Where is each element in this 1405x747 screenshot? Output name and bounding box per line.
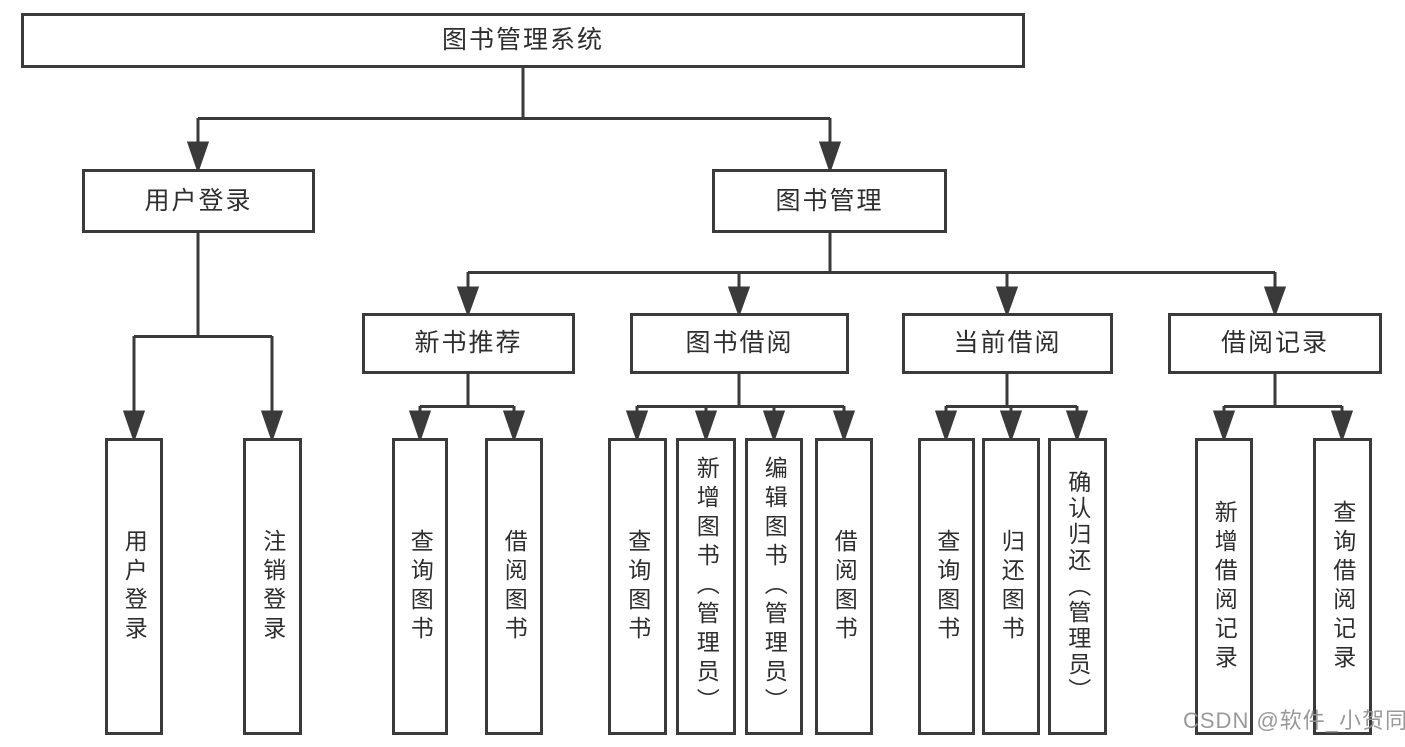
node-query-books-current: 查询图书: [918, 438, 975, 735]
node-add-books-admin: 新增图书（管理员）: [676, 438, 736, 735]
node-label: 用户登录: [121, 528, 148, 645]
node-borrow-records: 借阅记录: [1168, 313, 1382, 374]
node-label: 新增图书（管理员）: [693, 456, 720, 717]
node-return-books: 归还图书: [982, 438, 1040, 735]
node-new-book-recommend: 新书推荐: [362, 313, 575, 374]
node-query-books-recommend: 查询图书: [392, 438, 448, 735]
node-user-login-leaf: 用户登录: [105, 438, 163, 735]
node-current-borrow: 当前借阅: [902, 313, 1113, 374]
node-book-borrow: 图书借阅: [630, 313, 849, 374]
csdn-watermark: CSDN @软件_小贺同学: [1183, 708, 1405, 733]
node-query-books-borrow: 查询图书: [608, 438, 667, 735]
node-borrow-books-leaf: 借阅图书: [815, 438, 873, 735]
node-label: 新增借阅记录: [1211, 499, 1238, 674]
node-label: 当前借阅: [953, 329, 1062, 357]
node-label: 图书管理系统: [441, 26, 604, 54]
node-label: 图书管理: [775, 186, 884, 215]
node-label: 查询借阅记录: [1329, 499, 1356, 674]
node-label: 用户登录: [144, 186, 253, 215]
node-label: 确认归还（管理员）: [1064, 469, 1091, 704]
node-label: 图书借阅: [685, 329, 794, 357]
connector-book-borrow-to-leaves: [625, 374, 856, 443]
connector-root-to-level2: [186, 68, 842, 174]
node-edit-books-admin: 编辑图书（管理员）: [745, 438, 803, 735]
node-label: 查询图书: [407, 528, 434, 645]
connector-book-management-to-level3: [456, 233, 1287, 318]
node-label: 注销登录: [259, 528, 286, 645]
node-add-borrow-record: 新增借阅记录: [1195, 438, 1253, 735]
node-label: 编辑图书（管理员）: [761, 456, 788, 717]
node-label: 借阅图书: [831, 528, 858, 645]
node-label: 查询图书: [933, 528, 960, 645]
connector-new-book-recommend-to-leaves: [408, 374, 526, 443]
connector-user-login-to-leaves: [122, 233, 284, 443]
node-label: 借阅记录: [1220, 329, 1329, 357]
node-confirm-return-admin: 确认归还（管理员）: [1048, 438, 1107, 735]
connector-borrow-records-to-leaves: [1212, 374, 1354, 443]
node-query-borrow-record: 查询借阅记录: [1313, 438, 1372, 735]
node-label: 归还图书: [998, 528, 1025, 645]
connector-current-borrow-to-leaves: [934, 374, 1089, 443]
node-label: 查询图书: [624, 528, 651, 645]
node-library-management-system: 图书管理系统: [21, 13, 1025, 68]
node-borrow-books-recommend: 借阅图书: [485, 438, 543, 735]
node-logout-leaf: 注销登录: [243, 438, 302, 735]
node-user-login: 用户登录: [82, 169, 315, 233]
node-book-management: 图书管理: [712, 169, 947, 233]
node-label: 借阅图书: [501, 528, 528, 645]
node-label: 新书推荐: [414, 329, 523, 357]
